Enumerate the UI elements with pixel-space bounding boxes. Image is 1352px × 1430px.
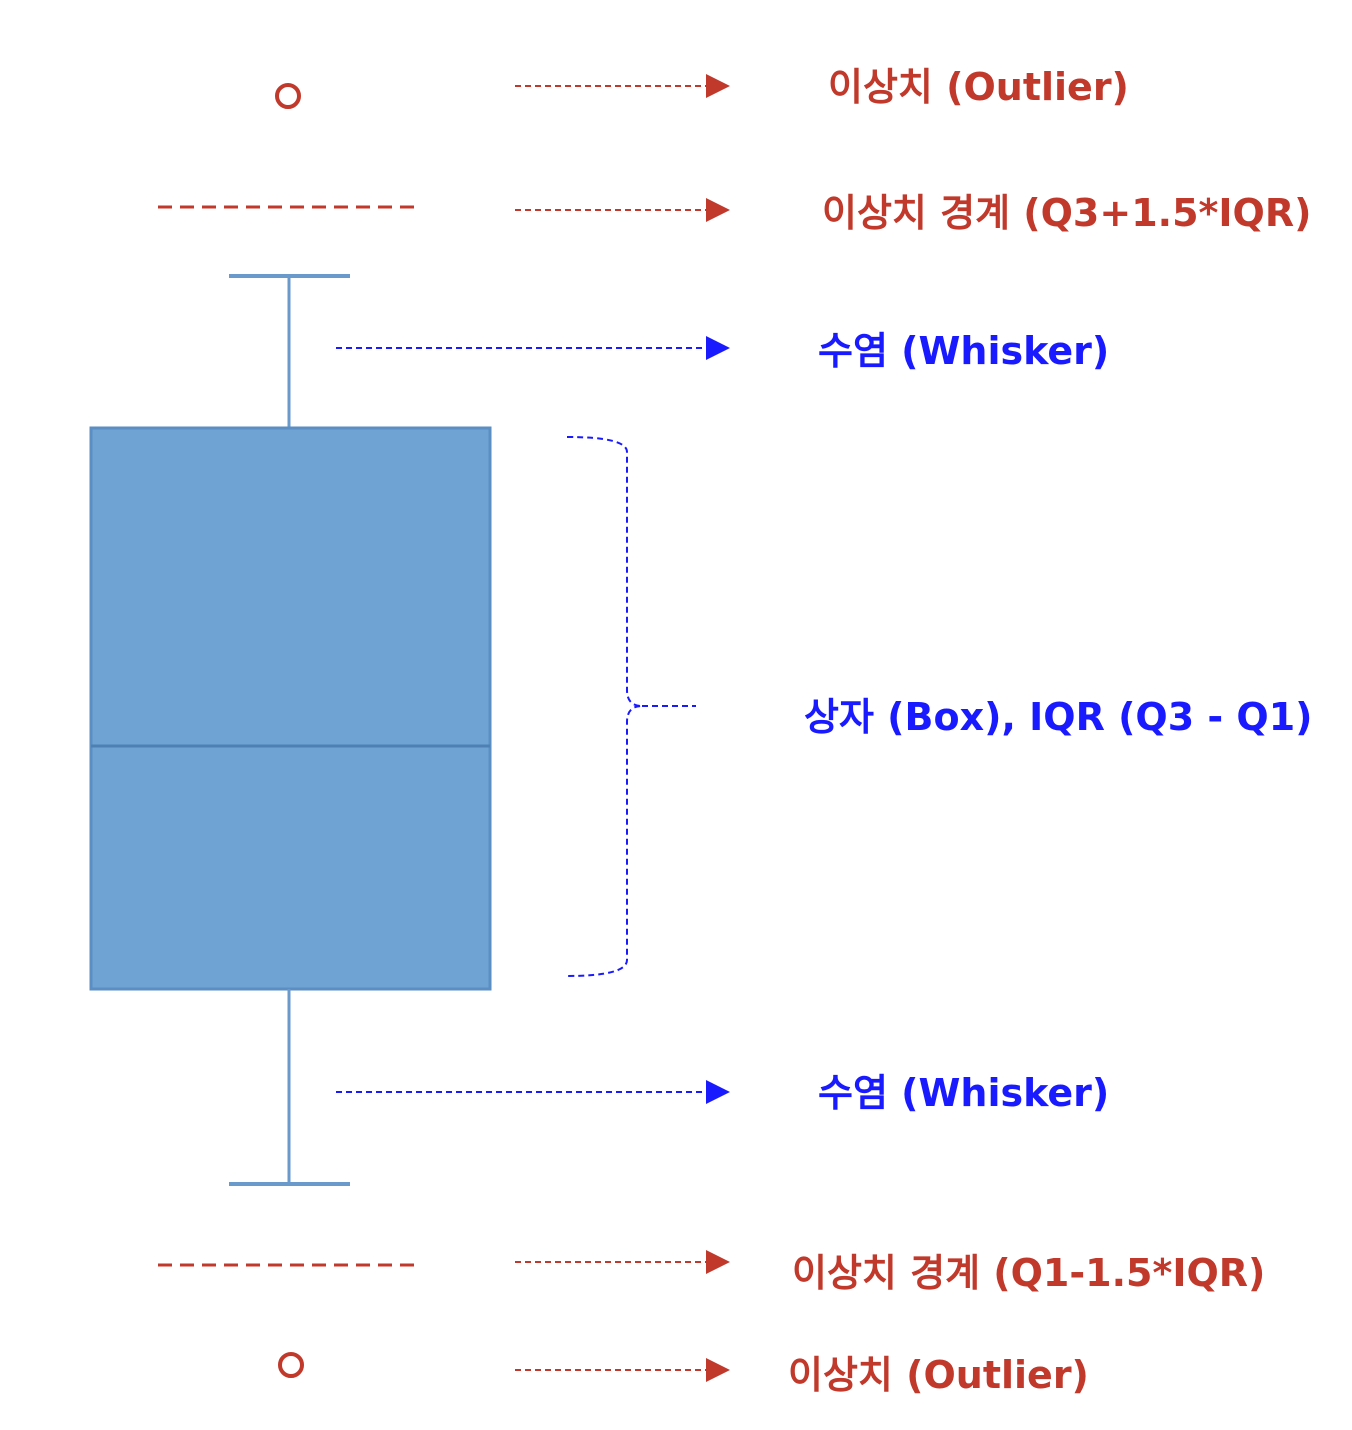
box-iqr-label: 상자 (Box), IQR (Q3 - Q1) [804,695,1313,739]
upper-whisker-arrow-head [706,336,730,360]
outlier-bottom-arrow-head [706,1358,730,1382]
lower-whisker-label: 수염 (Whisker) [818,1071,1109,1115]
outlier-top-arrow-head [706,74,730,98]
outlier-bottom-label: 이상치 (Outlier) [788,1353,1089,1397]
lower-fence-label: 이상치 경계 (Q1-1.5*IQR) [792,1251,1265,1295]
lower-whisker-arrow-head [706,1080,730,1104]
upper-fence-label: 이상치 경계 (Q3+1.5*IQR) [822,191,1311,235]
outlier-top-label: 이상치 (Outlier) [828,65,1129,109]
outlier-top-marker [275,83,301,109]
iqr-box [89,426,492,991]
iqr-brace [566,436,643,977]
upper-whisker-label: 수염 (Whisker) [818,329,1109,373]
outlier-bottom-marker [278,1352,304,1378]
lower-fence-arrow-head [706,1250,730,1274]
upper-fence-arrow-head [706,198,730,222]
